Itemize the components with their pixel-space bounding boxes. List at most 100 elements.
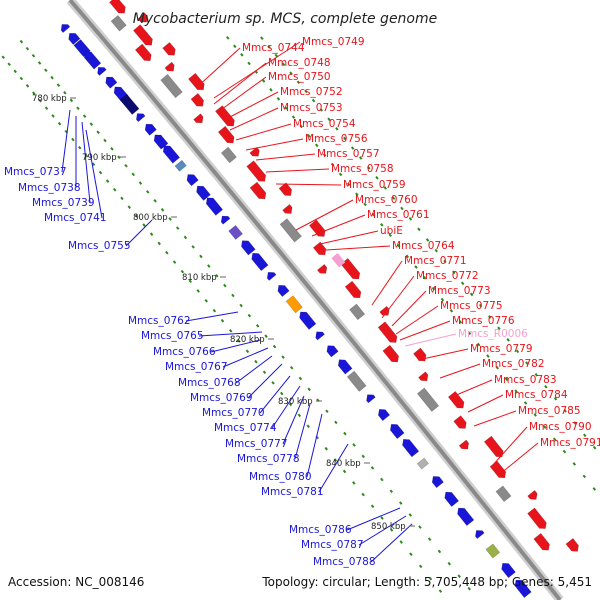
forward-gene-arrow	[495, 485, 512, 503]
guide-dot	[552, 437, 557, 442]
gene-label: Mmcs_0744	[242, 42, 305, 54]
guide-dot	[389, 528, 394, 532]
forward-gene-arrow	[377, 321, 398, 343]
guide-dot	[408, 513, 413, 517]
gene-label: Mmcs_0739	[32, 197, 95, 209]
reverse-gene-arrow	[220, 215, 231, 225]
guide-dot	[281, 62, 286, 67]
reverse-gene-arrow	[60, 24, 71, 33]
reverse-gene-arrow	[514, 579, 532, 598]
guide-dot	[207, 264, 211, 268]
callout-line	[346, 507, 401, 531]
reverse-gene-arrow	[402, 439, 420, 458]
guide-dot	[19, 76, 24, 81]
gene-label: Mmcs_0754	[293, 118, 356, 130]
guide-dot	[32, 91, 36, 95]
guide-dot	[573, 421, 577, 425]
kbp-tick-label: 850 kbp	[371, 522, 406, 532]
forward-gene-arrow	[533, 532, 550, 551]
guide-dot	[78, 145, 82, 150]
guide-dot	[172, 260, 177, 264]
guide-dot	[562, 449, 567, 454]
guide-dot	[409, 552, 413, 556]
guide-dot	[254, 359, 258, 364]
reverse-gene-arrow	[105, 76, 118, 89]
callout-line	[210, 339, 261, 353]
gene-label: Mmcs_0756	[305, 133, 368, 145]
guide-dot	[138, 181, 143, 185]
guide-dot	[371, 212, 376, 217]
guide-dot	[553, 396, 558, 401]
guide-dot	[51, 114, 55, 118]
forward-gene-arrow	[416, 387, 440, 412]
guide-dot	[400, 206, 404, 211]
guide-dot	[57, 121, 62, 126]
guide-dot	[117, 155, 121, 160]
reverse-gene-arrow	[485, 543, 501, 559]
reverse-gene-arrow	[68, 33, 81, 45]
guide-dot	[504, 377, 509, 382]
guide-dot	[142, 223, 146, 227]
gene-label: ubiE	[380, 225, 403, 237]
guide-dot	[215, 273, 219, 278]
reverse-gene-arrow	[299, 311, 317, 330]
forward-gene-arrow	[447, 390, 465, 409]
guide-dot	[388, 233, 392, 238]
guide-dot	[572, 462, 577, 466]
guide-dot	[196, 289, 200, 293]
guide-dot	[105, 179, 110, 183]
topology-label: Topology: circular; Length: 5,705,448 bp…	[261, 575, 592, 589]
gene-label: Mmcs_0783	[494, 374, 557, 386]
map-title: Mycobacterium sp. MCS, complete genome	[133, 11, 438, 27]
guide-dot	[414, 265, 418, 269]
forward-gene-arrow	[249, 181, 267, 200]
forward-gene-arrow	[382, 344, 399, 363]
gene-label: Mmcs_0784	[505, 389, 568, 401]
forward-gene-arrow	[279, 218, 302, 243]
guide-dot	[467, 331, 472, 336]
kbp-tick-label: 780 kbp	[32, 94, 67, 104]
callout-line	[404, 333, 457, 347]
forward-gene-arrow	[418, 371, 429, 382]
guide-dot	[272, 344, 277, 349]
guide-dot	[37, 61, 42, 65]
guide-dot	[363, 202, 367, 207]
forward-gene-arrow	[162, 42, 176, 56]
reverse-gene-arrow	[144, 123, 157, 136]
callout-line	[81, 121, 91, 204]
reverse-gene-arrow	[285, 295, 303, 314]
gene-label: Mmcs_0788	[313, 556, 376, 568]
guide-dot	[296, 80, 301, 85]
guide-dot	[113, 187, 117, 192]
guide-dot	[91, 162, 96, 166]
guide-dot	[399, 501, 403, 505]
gene-label: Mmcs_0749	[302, 36, 365, 48]
forward-gene-arrow	[188, 72, 205, 91]
guide-dot	[324, 446, 328, 451]
gene-label: Mmcs_0765	[141, 330, 204, 342]
guide-dot	[447, 561, 452, 566]
forward-gene-arrow	[190, 93, 204, 107]
callout-line	[282, 395, 305, 445]
guide-dot	[335, 127, 339, 131]
guide-dot	[231, 293, 235, 298]
guide-dot	[325, 409, 329, 414]
gene-label: Mmcs_0777	[225, 438, 288, 450]
guide-dot	[157, 241, 161, 246]
reverse-gene-arrow	[378, 409, 391, 422]
forward-gene-arrow	[217, 125, 235, 144]
guide-dot	[469, 292, 474, 297]
callout-line	[235, 355, 273, 384]
reverse-gene-arrow	[205, 197, 224, 216]
guide-dot	[276, 97, 281, 101]
guide-dot	[175, 226, 180, 230]
callout-line	[61, 109, 71, 173]
guide-dot	[315, 143, 319, 148]
callout-line	[306, 413, 323, 478]
gene-label: Mmcs_0753	[280, 102, 343, 114]
reverse-gene-arrow	[97, 67, 107, 76]
guide-dot	[264, 334, 268, 338]
callout-line	[453, 379, 493, 397]
guide-dot	[443, 259, 447, 264]
guide-dot	[199, 254, 203, 259]
